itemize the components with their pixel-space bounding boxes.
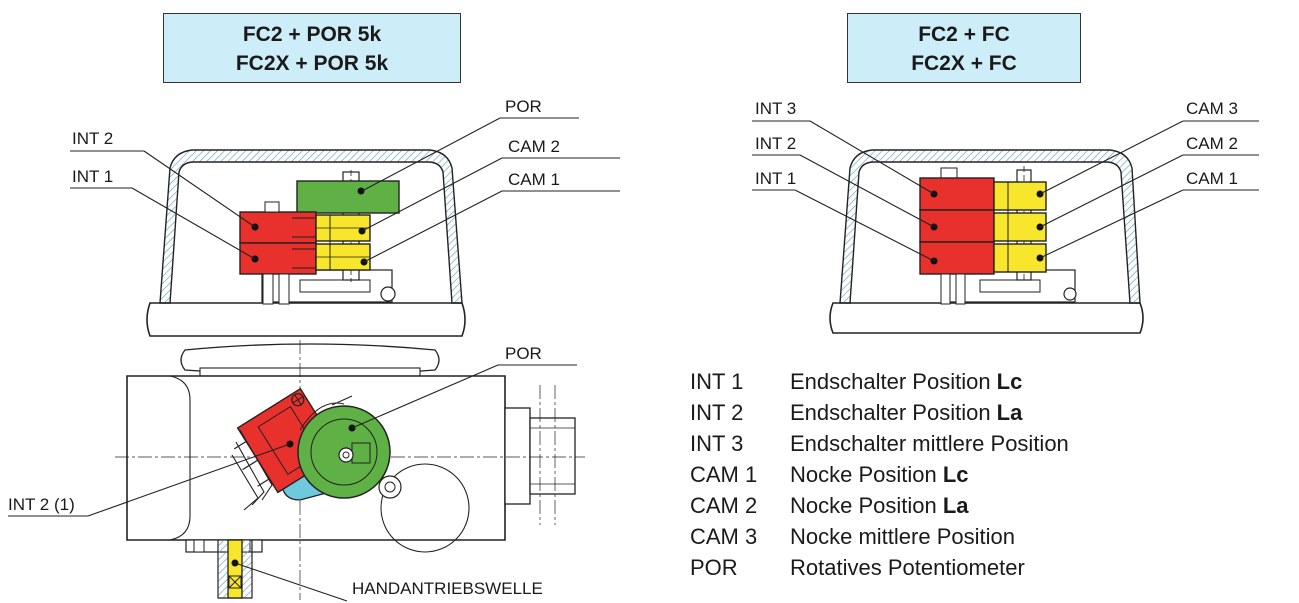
label-handantriebswelle: HANDANTRIEBSWELLE	[352, 579, 543, 598]
housing-hood-right	[839, 149, 1141, 304]
label-int2-right: INT 2	[755, 134, 796, 153]
housing-hood	[159, 149, 463, 304]
int1-switch-right	[919, 241, 995, 275]
legend-bold: La	[996, 400, 1023, 425]
label-int2-left: INT 2	[72, 129, 113, 148]
int1-switch	[239, 242, 317, 275]
label-cam1-right: CAM 1	[1186, 169, 1238, 188]
legend-text: Endschalter mittlere Position	[790, 431, 1069, 456]
title-left-line2: FC2X + POR 5k	[235, 52, 389, 75]
legend-text: Endschalter Position	[790, 400, 997, 425]
label-por-top: POR	[505, 97, 542, 116]
label-int1-right: INT 1	[755, 169, 796, 188]
legend-code: POR	[690, 555, 738, 580]
legend-bold: Lc	[996, 369, 1023, 394]
label-int2-1: INT 2 (1)	[8, 495, 75, 514]
legend-row-int3: INT 3 Endschalter mittlere Position	[690, 428, 1069, 459]
legend-code: INT 1	[690, 369, 744, 394]
left-plan-view: POR INT 2 (1) HANDANTRIEBSWELLE	[8, 340, 585, 602]
legend-row-cam3: CAM 3 Nocke mittlere Position	[690, 521, 1069, 552]
legend-row-int1: INT 1 Endschalter Position Lc	[690, 366, 1069, 397]
legend-text: Nocke Position	[790, 462, 943, 487]
legend-text: Nocke mittlere Position	[790, 524, 1015, 549]
left-section-view: POR INT 2 INT 1 CAM 2 CAM 1	[70, 97, 620, 337]
label-int3-right: INT 3	[755, 99, 796, 118]
title-right-line2: FC2X + FC	[911, 52, 1017, 75]
legend-bold: La	[942, 493, 969, 518]
legend-code: CAM 2	[690, 493, 758, 518]
int2-switch	[239, 211, 317, 244]
right-section-view: INT 3 INT 2 INT 1 CAM 3 CAM 2 CAM 1	[752, 99, 1259, 334]
title-right-line1: FC2 + FC	[918, 23, 1010, 46]
legend-text: Nocke Position	[790, 493, 943, 518]
label-cam3-right: CAM 3	[1186, 99, 1238, 118]
legend: INT 1 Endschalter Position Lc INT 2 Endsch…	[690, 366, 1069, 583]
label-cam2-right: CAM 2	[1186, 134, 1238, 153]
legend-code: CAM 3	[690, 524, 758, 549]
legend-text: Rotatives Potentiometer	[790, 555, 1025, 580]
legend-row-cam2: CAM 2 Nocke Position La	[690, 490, 1069, 521]
legend-row-int2: INT 2 Endschalter Position La	[690, 397, 1069, 428]
legend-code: INT 3	[690, 431, 744, 456]
legend-bold: Lc	[942, 462, 969, 487]
hand-drive-shaft	[227, 539, 243, 599]
legend-text: Endschalter Position	[790, 369, 997, 394]
legend-code: INT 2	[690, 400, 744, 425]
title-right-box: FC2 + FC FC2X + FC	[847, 13, 1081, 83]
label-por-bottom: POR	[505, 344, 542, 363]
label-cam1-left: CAM 1	[508, 170, 560, 189]
por-block	[296, 180, 400, 214]
label-cam2-left: CAM 2	[508, 137, 560, 156]
legend-row-cam1: CAM 1 Nocke Position Lc	[690, 459, 1069, 490]
title-left-box: FC2 + POR 5k FC2X + POR 5k	[163, 13, 461, 83]
title-left-line1: FC2 + POR 5k	[242, 23, 382, 46]
legend-row-por: POR Rotatives Potentiometer	[690, 552, 1069, 583]
label-int1-left: INT 1	[72, 167, 113, 186]
legend-code: CAM 1	[690, 462, 758, 487]
